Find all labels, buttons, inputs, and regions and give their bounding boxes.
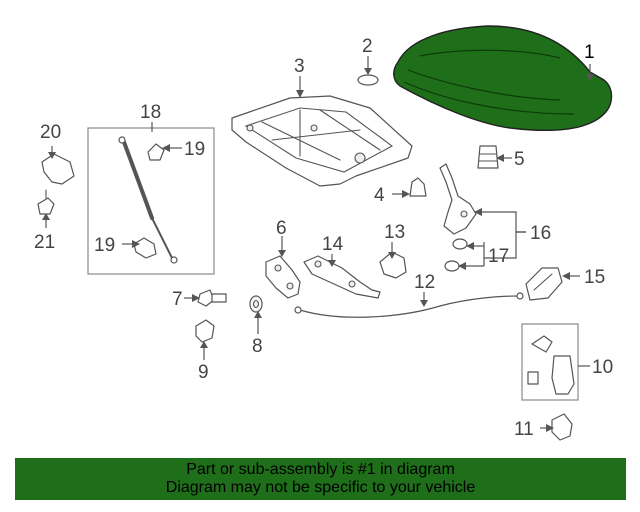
nut-part[interactable] [195,319,215,343]
callout-7[interactable]: 7 [172,289,183,310]
hood-panel[interactable] [393,25,613,132]
cable-end [516,292,524,300]
callout-8[interactable]: 8 [252,336,263,357]
callout-labels: 1 2 3 4 5 6 7 8 9 10 11 12 13 14 15 16 1… [34,36,613,440]
support-strut-part[interactable] [118,136,178,264]
callout-5[interactable]: 5 [514,149,525,170]
hinge-left-part[interactable] [265,255,301,299]
callout-15[interactable]: 15 [584,267,605,288]
hood-insulator-part[interactable] [231,95,413,187]
latch-bracket-part[interactable] [551,413,573,441]
callout-9[interactable]: 9 [198,362,209,383]
callout-18[interactable]: 18 [140,102,161,123]
callout-21[interactable]: 21 [34,232,55,253]
bumper-stop-part[interactable] [477,145,499,169]
callout-10[interactable]: 10 [592,357,613,378]
retainer-clip-part[interactable] [409,177,427,197]
callout-6[interactable]: 6 [276,218,287,239]
bolt-part[interactable] [197,289,227,307]
callout-3[interactable]: 3 [294,56,305,77]
leader-lines [42,56,594,432]
callout-1[interactable]: 1 [584,42,595,63]
bumper-pad-part[interactable] [444,260,460,272]
washer-part[interactable] [249,295,263,313]
cable-end [294,306,302,314]
callout-12[interactable]: 12 [414,272,435,293]
hood-panel-body[interactable] [393,25,613,132]
stud-part[interactable] [37,189,55,215]
callout-19-upper[interactable]: 19 [184,139,205,160]
ball-stud-part-upper[interactable] [147,143,165,161]
callout-13[interactable]: 13 [384,222,405,243]
support-bracket-part[interactable] [439,163,477,235]
callout-2[interactable]: 2 [362,36,373,57]
callout-19-lower[interactable]: 19 [94,235,115,256]
callout-20[interactable]: 20 [40,122,61,143]
release-cable-part[interactable] [299,295,519,318]
strut-kit-box [87,127,215,275]
strut-bracket-part[interactable] [41,153,75,185]
callout-16[interactable]: 16 [530,223,551,244]
callout-11[interactable]: 11 [514,419,534,440]
callout-14[interactable]: 14 [322,234,344,255]
banner-line-1: Part or sub-assembly is #1 in diagram [186,461,455,478]
safety-catch-part[interactable] [525,267,563,301]
grommet-part[interactable] [357,74,379,86]
hinge-right-part[interactable] [303,255,381,299]
callout-4[interactable]: 4 [374,185,385,206]
hood-crease-line [407,69,561,101]
latch-assembly-box [521,323,579,401]
latch-assembly-part[interactable] [527,335,575,395]
callout-17[interactable]: 17 [488,246,509,267]
banner-line-2: Diagram may not be specific to your vehi… [165,479,476,496]
info-banner: Part or sub-assembly is #1 in diagram Di… [15,458,626,500]
hood-crease-line [419,49,561,59]
ball-stud-part-lower[interactable] [133,237,157,259]
hood-crease-line [403,81,575,115]
bumper-pad-part[interactable] [452,238,468,250]
